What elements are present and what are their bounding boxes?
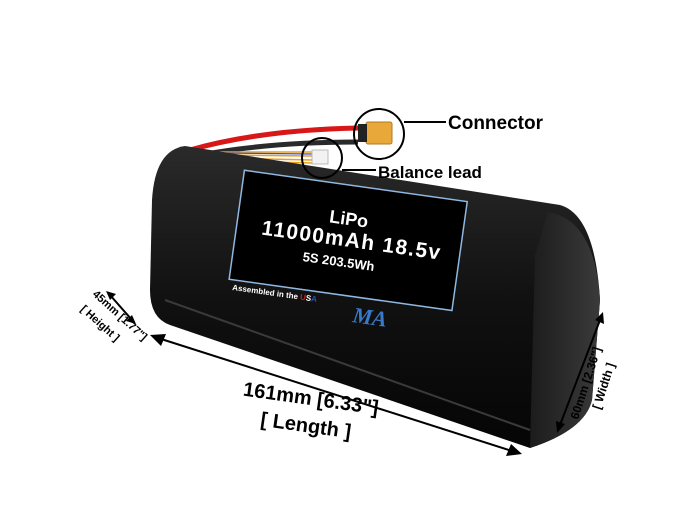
balance-plug xyxy=(311,149,329,165)
balance-callout-label: Balance lead xyxy=(378,163,482,182)
battery-label-panel xyxy=(228,169,469,312)
length-arrow xyxy=(157,337,516,453)
balance-wires xyxy=(219,151,313,164)
height-arrow xyxy=(109,294,133,321)
brand-logo: MA xyxy=(350,302,388,332)
balance-callout-circle xyxy=(301,137,343,179)
connector-callout-label: Connector xyxy=(448,113,544,134)
connector-callout-circle xyxy=(353,108,405,160)
battery-end-face xyxy=(530,212,600,448)
xt-connector xyxy=(365,121,393,145)
red-wire xyxy=(189,125,359,153)
width-arrow xyxy=(559,319,601,426)
